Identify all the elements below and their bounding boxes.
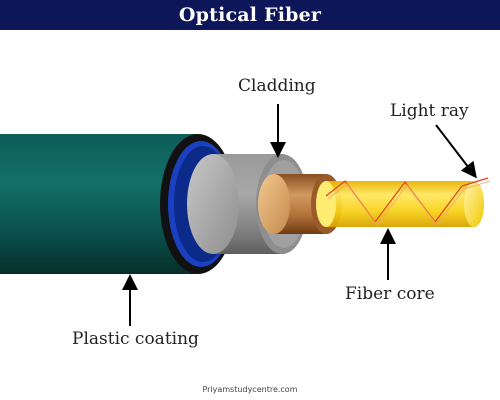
light-ray xyxy=(325,177,491,226)
page-title: Optical Fiber xyxy=(178,4,322,26)
label-plastic-coating: Plastic coating xyxy=(72,329,199,349)
title-bar: Optical Fiber xyxy=(0,0,500,30)
label-light-ray: Light ray xyxy=(390,101,469,121)
label-fiber-core: Fiber core xyxy=(345,284,435,304)
credit-text: Priyamstudycentre.com xyxy=(202,385,298,394)
light-ray-arrow xyxy=(435,124,477,179)
label-cladding: Cladding xyxy=(238,76,316,96)
